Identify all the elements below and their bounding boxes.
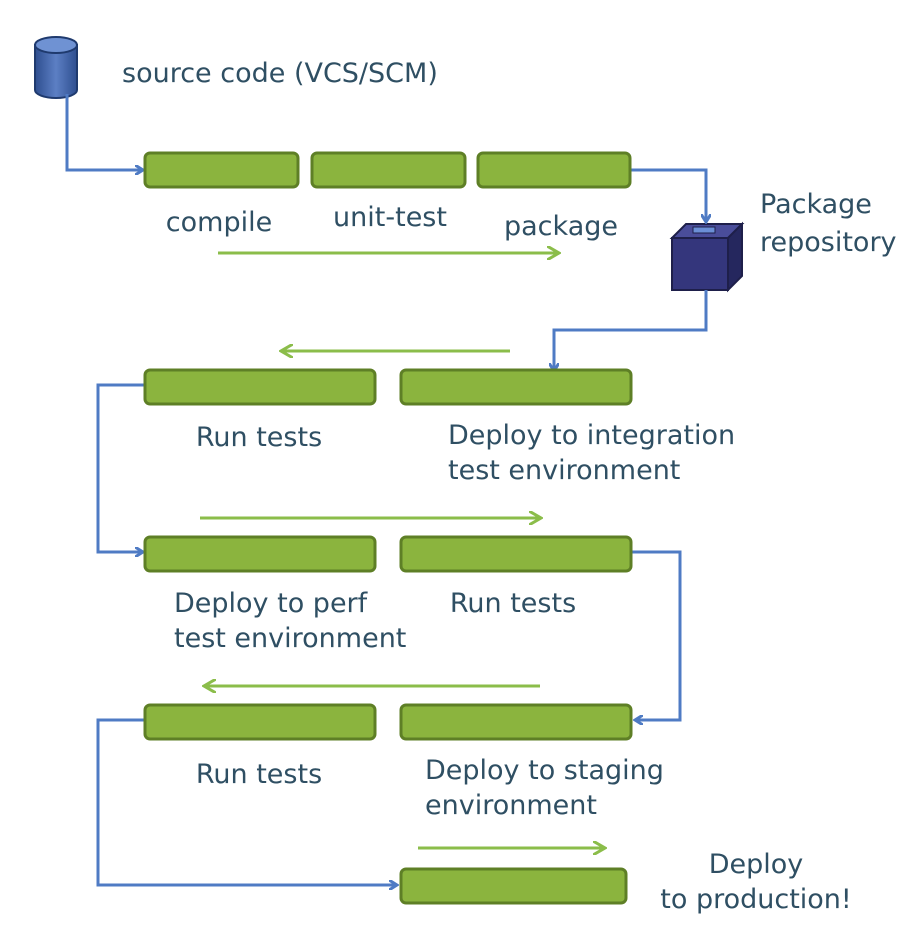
stage-bar-staging-run-tests <box>143 703 377 741</box>
stage-bar-package <box>476 151 632 189</box>
unit-test-label: unit-test <box>333 202 447 233</box>
flow-arrow-source-to-compile <box>65 94 142 170</box>
staging-deploy-label: Deploy to staging environment <box>425 753 664 823</box>
compile-label: compile <box>165 207 273 238</box>
integration-deploy-label: Deploy to integration test environment <box>448 418 735 488</box>
flow-arrow-repository-to-integration <box>554 290 708 370</box>
stage-bar-integration-run-tests <box>143 368 377 406</box>
staging-deploy-label-line2: environment <box>425 790 597 822</box>
stage-bar-staging-deploy <box>399 703 633 741</box>
stage-bar-integration-deploy <box>399 368 633 406</box>
database-icon <box>34 36 78 99</box>
flow-arrow-perf-to-staging <box>631 550 682 720</box>
integration-deploy-label-line1: Deploy to integration <box>448 420 736 451</box>
flow-arrow-package-to-repository <box>630 168 706 221</box>
package-repository-label-line2: repository <box>760 226 897 258</box>
stage-bar-production-deploy <box>399 867 628 905</box>
perf-deploy-label: Deploy to perf test environment <box>174 586 406 656</box>
perf-deploy-label-line1: Deploy to perf <box>174 588 368 619</box>
perf-run-tests-label: Run tests <box>449 588 577 619</box>
perf-deploy-label-line2: test environment <box>174 623 407 655</box>
package-repository-label: Package repository <box>760 186 897 262</box>
package-label: package <box>504 211 618 242</box>
stage-bar-perf-run-tests <box>399 535 633 573</box>
flow-arrow-staging-to-production <box>96 718 396 885</box>
stage-bar-perf-deploy <box>143 535 377 573</box>
integration-deploy-label-line2: test environment <box>448 455 681 487</box>
source-code-label: source code (VCS/SCM) <box>122 58 438 89</box>
production-deploy-label-line2: to production! <box>660 884 852 916</box>
package-repository-icon <box>669 221 745 293</box>
staging-run-tests-label: Run tests <box>195 759 323 790</box>
stage-bar-compile <box>143 151 300 189</box>
package-repository-label-line1: Package <box>760 189 872 220</box>
flow-arrow-integration-to-perf <box>96 383 145 552</box>
staging-deploy-label-line1: Deploy to staging <box>425 755 664 786</box>
production-deploy-label-line1: Deploy <box>708 849 804 880</box>
integration-run-tests-label: Run tests <box>195 422 323 453</box>
production-deploy-label: Deploy to production! <box>660 847 852 917</box>
stage-bar-unit-test <box>310 151 467 189</box>
